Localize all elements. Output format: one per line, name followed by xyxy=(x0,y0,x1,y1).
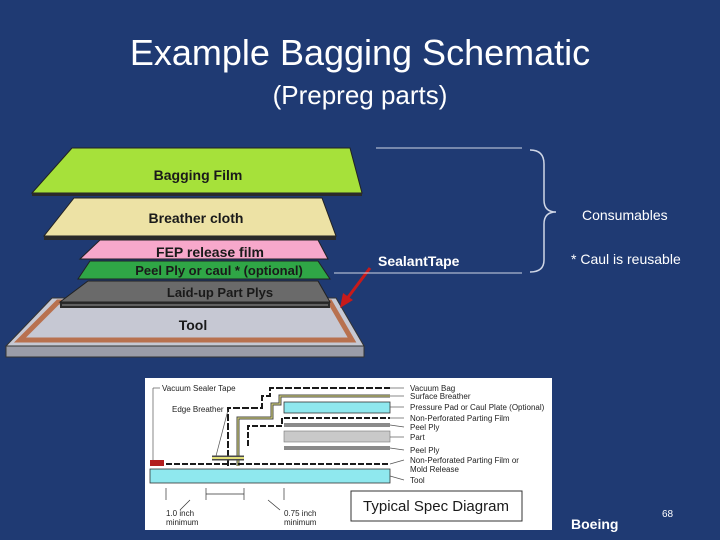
breather-label: Breather cloth xyxy=(149,210,244,226)
spec-label-edge-breather: Edge Breather xyxy=(172,405,224,414)
consumables-brace xyxy=(529,149,557,273)
tool-layer-side xyxy=(5,345,365,358)
spec-dim1-value: 1.0 inch xyxy=(166,509,194,518)
source-credit: Boeing xyxy=(571,516,619,532)
spec-caption-box xyxy=(350,490,523,522)
slide-title: Example Bagging Schematic xyxy=(129,32,591,73)
part-plys-layer xyxy=(58,280,331,303)
spec-dim1-note: minimum xyxy=(166,518,199,527)
spec-dim2-value: 0.75 inch xyxy=(284,509,316,518)
spec-caul-plate xyxy=(283,401,391,414)
spec-label-vacuum-bag: Vacuum Bag xyxy=(410,384,455,393)
spec-label-peel-ply-bottom: Peel Ply xyxy=(410,446,439,455)
peel-ply-layer xyxy=(77,260,331,280)
peel-ply-label: Peel Ply or caul * (optional) xyxy=(135,263,303,278)
spec-vacuum-bag xyxy=(227,387,390,466)
spec-label-caul-plate: Pressure Pad or Caul Plate (Optional) xyxy=(410,403,545,412)
spec-tool xyxy=(149,468,391,484)
breather-layer-edge xyxy=(44,236,336,240)
spec-label-mold-release: Mold Release xyxy=(410,465,459,474)
sealant-label: SealantTape xyxy=(378,253,460,269)
spec-label-peel-ply-top: Peel Ply xyxy=(410,423,439,432)
spec-peel-ply-top xyxy=(284,423,390,427)
part-plys-label: Laid-up Part Plys xyxy=(167,285,273,300)
spec-parting-film xyxy=(247,417,390,446)
spec-dim2-note: minimum xyxy=(284,518,317,527)
spec-label-parting-film: Non-Perforated Parting Film xyxy=(410,414,510,423)
spec-label-tool: Tool xyxy=(410,476,425,485)
spec-peel-ply-bottom xyxy=(284,446,390,450)
spec-surface-breather-inner xyxy=(237,395,390,466)
sealant-arrowhead xyxy=(340,293,353,308)
spec-caption: Typical Spec Diagram xyxy=(363,498,509,515)
spec-leader-lines xyxy=(389,387,405,481)
bagging-film-label: Bagging Film xyxy=(154,167,243,183)
spec-dimensions xyxy=(165,488,285,511)
slide-subtitle: (Prepreg parts) xyxy=(272,80,448,110)
spec-label-surface-breather: Surface Breather xyxy=(410,392,471,401)
spec-edge-breather-leader xyxy=(215,409,229,457)
tool-label: Tool xyxy=(179,317,208,333)
spec-label-vacuum-sealer-tape: Vacuum Sealer Tape xyxy=(162,384,236,393)
bagging-film-layer-edge xyxy=(32,193,362,196)
spec-label-parting-film-mold: Non-Perforated Parting Film or xyxy=(410,456,519,465)
consumables-label: Consumables xyxy=(582,207,668,223)
spec-sealer-tape xyxy=(150,460,164,466)
fep-label: FEP release film xyxy=(156,244,264,260)
spec-part xyxy=(283,430,391,443)
page-number: 68 xyxy=(662,509,674,520)
caul-note: * Caul is reusable xyxy=(571,251,681,267)
spec-diagram: Vacuum Bag Surface Breather Pressure Pad… xyxy=(145,378,552,530)
spec-label-part: Part xyxy=(410,433,425,442)
